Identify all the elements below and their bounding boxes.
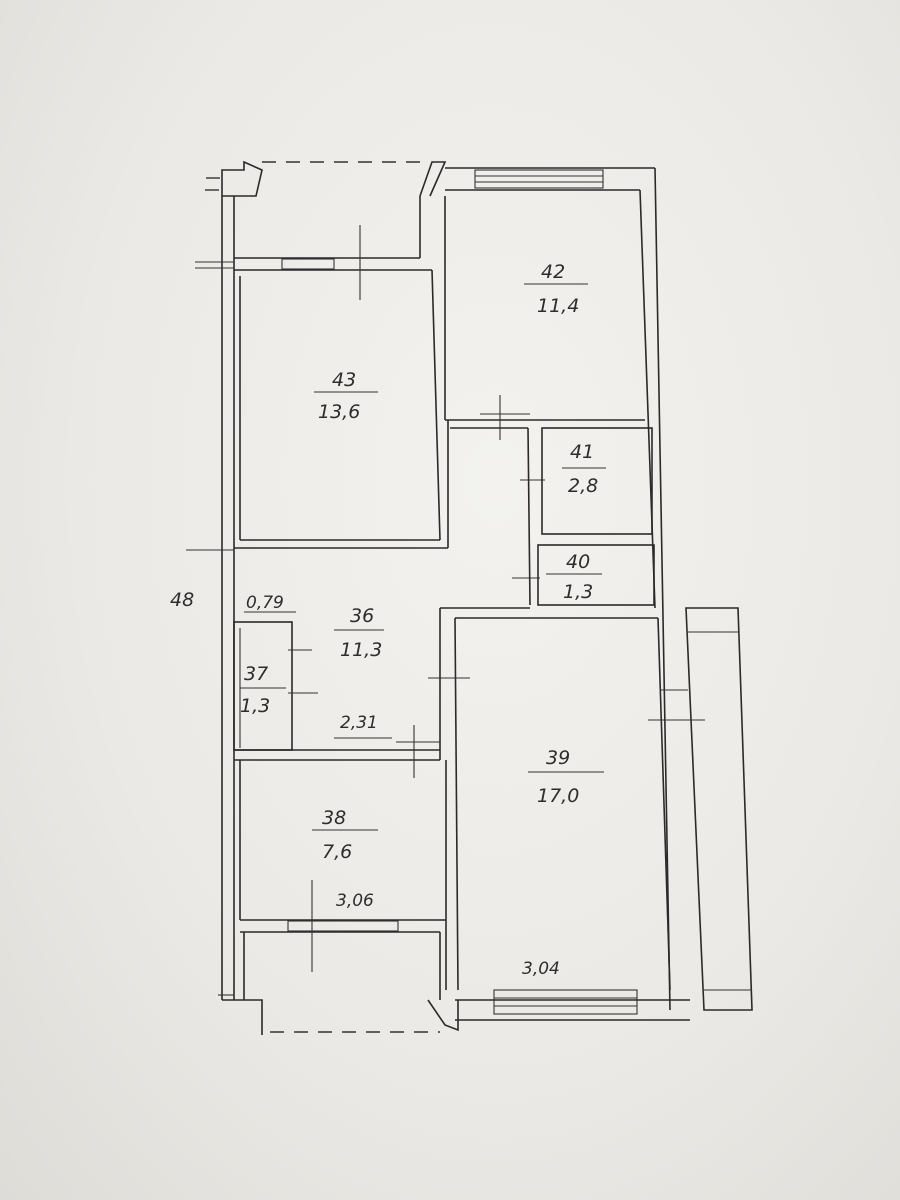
room-42-label: 42 11,4	[524, 261, 588, 317]
window-bottom	[493, 989, 638, 1015]
room-41-label: 41 2,8	[562, 441, 606, 497]
room-41-area: 2,8	[568, 475, 598, 497]
dimension-0-79: 0,79	[246, 593, 284, 613]
dimension-2-31: 2,31	[340, 713, 378, 733]
room-36-label: 36 11,3	[334, 605, 384, 661]
room-38-number: 38	[322, 807, 346, 829]
room-37-area: 1,3	[240, 695, 270, 717]
room-42-area: 11,4	[537, 295, 579, 317]
interior-walls	[186, 196, 705, 1000]
room-39-area: 17,0	[537, 785, 579, 807]
room-38-label: 38 7,6	[312, 807, 378, 863]
room-40-label: 40 1,3	[546, 551, 602, 603]
dimension-3-06: 3,06	[336, 891, 374, 911]
room-43-area: 13,6	[318, 401, 360, 423]
room-36-area: 11,3	[340, 639, 382, 661]
room-42-number: 42	[541, 261, 565, 283]
room-37-label: 37 1,3	[240, 663, 286, 717]
window-top	[474, 169, 604, 189]
room-labels: 42 11,4 43 13,6 41 2,8 40 1,3 36 11,3 37…	[240, 261, 606, 863]
room-43-label: 43 13,6	[314, 369, 378, 423]
room-40-number: 40	[566, 551, 590, 573]
apartment-number: 48	[170, 589, 194, 611]
balcony-right	[685, 607, 753, 1011]
room-38-area: 7,6	[322, 841, 352, 863]
room-43-number: 43	[332, 369, 356, 391]
room-36-number: 36	[350, 605, 374, 627]
room-41-number: 41	[570, 441, 594, 463]
room-40-area: 1,3	[563, 581, 593, 603]
room-39-label: 39 17,0	[528, 747, 604, 807]
room-39-number: 39	[546, 747, 570, 769]
dimension-3-04: 3,04	[522, 959, 560, 979]
dimension-labels: 0,79 2,31 3,06 3,04	[244, 593, 560, 979]
room-37-number: 37	[244, 663, 268, 685]
outer-walls	[205, 160, 690, 1035]
